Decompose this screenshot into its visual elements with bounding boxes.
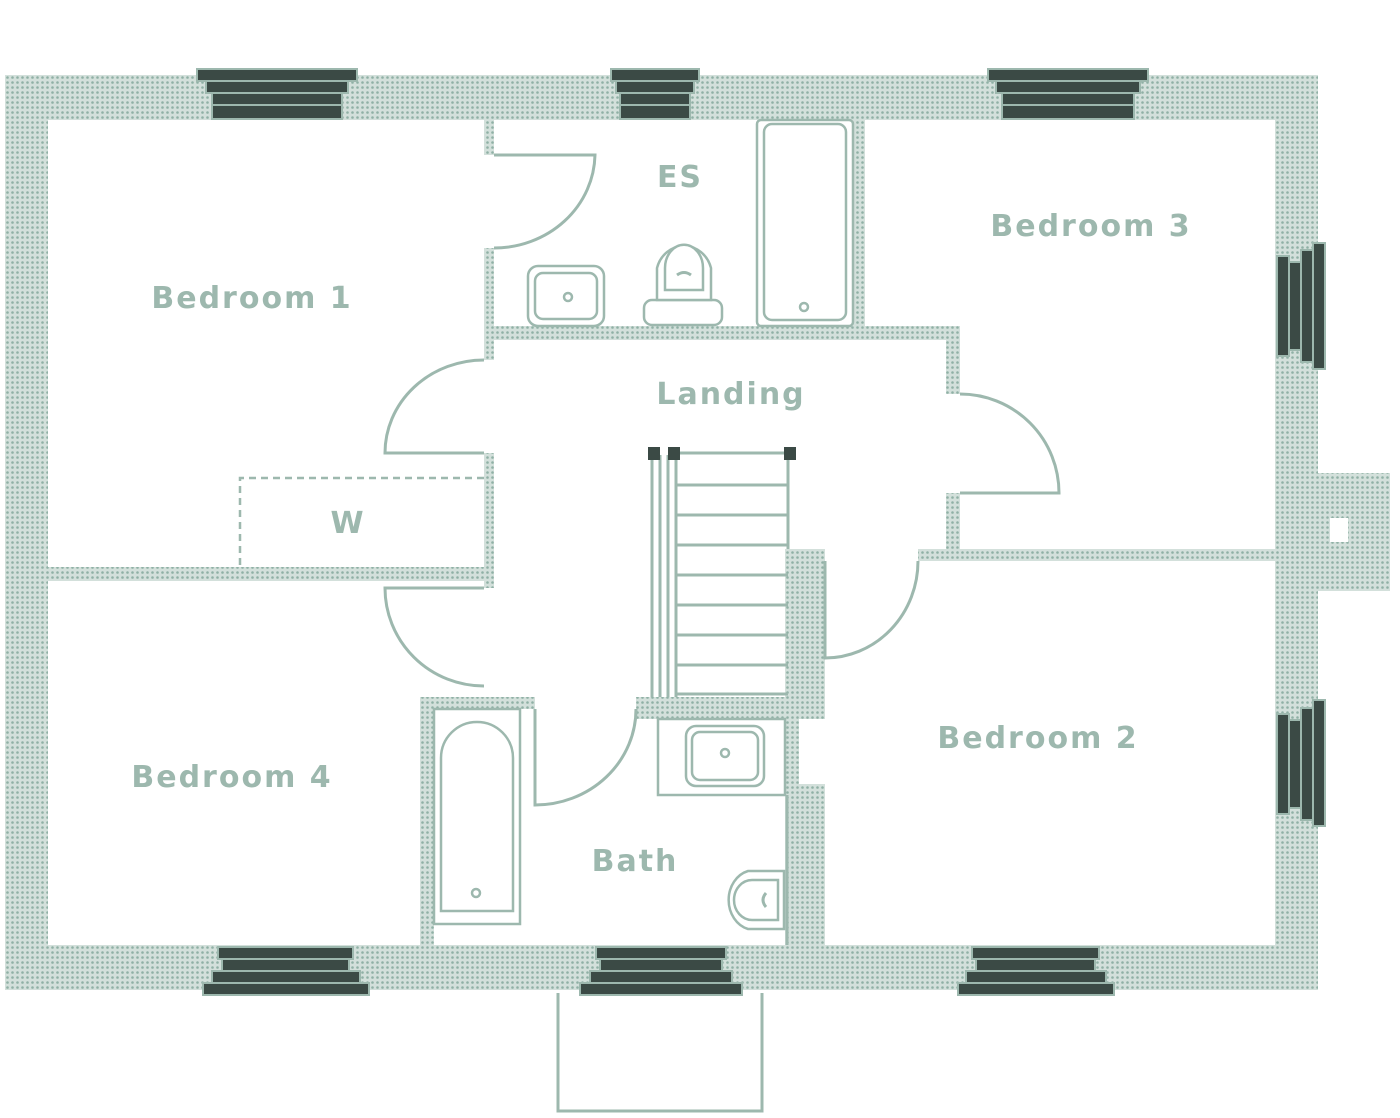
window-bottom-bedroom-4 [202,946,370,996]
bathtub [432,707,522,926]
wall-bed3-bed2 [918,549,1275,561]
window-bottom-bath [579,946,743,996]
wall-right [1275,75,1318,990]
door-ensuite [493,153,597,250]
wall-bath-left [420,697,434,945]
label-bedroom-2: Bedroom 2 [937,721,1138,756]
door-bedroom-3 [959,392,1061,495]
ensuite-basin [526,264,606,328]
wall-bath-right [785,719,799,784]
window-top-bedroom-3 [987,68,1149,120]
label-bath: Bath [592,844,679,879]
label-bedroom-3: Bedroom 3 [990,209,1191,244]
staircase [648,447,796,697]
wall-es-left-lower [484,248,494,360]
wall-es-bed3 [853,120,865,338]
wall-chimney [1318,473,1390,591]
window-right-bedroom-2 [1276,699,1326,827]
door-bedroom-1 [383,358,485,455]
label-ensuite: ES [657,160,703,195]
wall-bed1-right [484,453,494,588]
windows [196,68,1348,996]
wall-bath-bed2 [785,784,825,945]
wall-stair-right [785,549,825,719]
window-right-bedroom-3 [1276,242,1326,370]
doors [383,153,1061,807]
chimney-vent [1330,518,1348,542]
wall-landing-right-upper [946,326,960,394]
ensuite-toilet [642,243,724,327]
label-bedroom-1: Bedroom 1 [151,281,352,316]
label-wardrobe: W [330,506,365,541]
ensuite-shower [755,118,855,328]
door-bedroom-2 [823,560,920,660]
window-bottom-bedroom-2 [957,946,1115,996]
door-bath [533,708,638,807]
bath-toilet [727,795,789,945]
window-top-ensuite [610,68,700,120]
wall-bath-top-mid [636,697,798,719]
wall-left [5,75,48,990]
wardrobe-outline [238,476,484,565]
room-labels: Bedroom 1 ES Bedroom 3 Landing W Bedroom… [131,160,1191,879]
wall-es-left-upper [484,120,494,155]
wall-landing-right-lower [946,493,960,555]
door-bedroom-4 [383,586,485,688]
wall-bath-top-left [420,697,535,709]
label-landing: Landing [656,377,805,412]
porch-canopy [556,993,764,1113]
wall-bed1-bed4 [48,567,494,581]
fixtures [432,118,855,945]
window-top-bedroom-1 [196,68,358,120]
label-bedroom-4: Bedroom 4 [131,760,332,795]
wall-landing-top [494,326,960,340]
bath-basin [656,717,787,797]
